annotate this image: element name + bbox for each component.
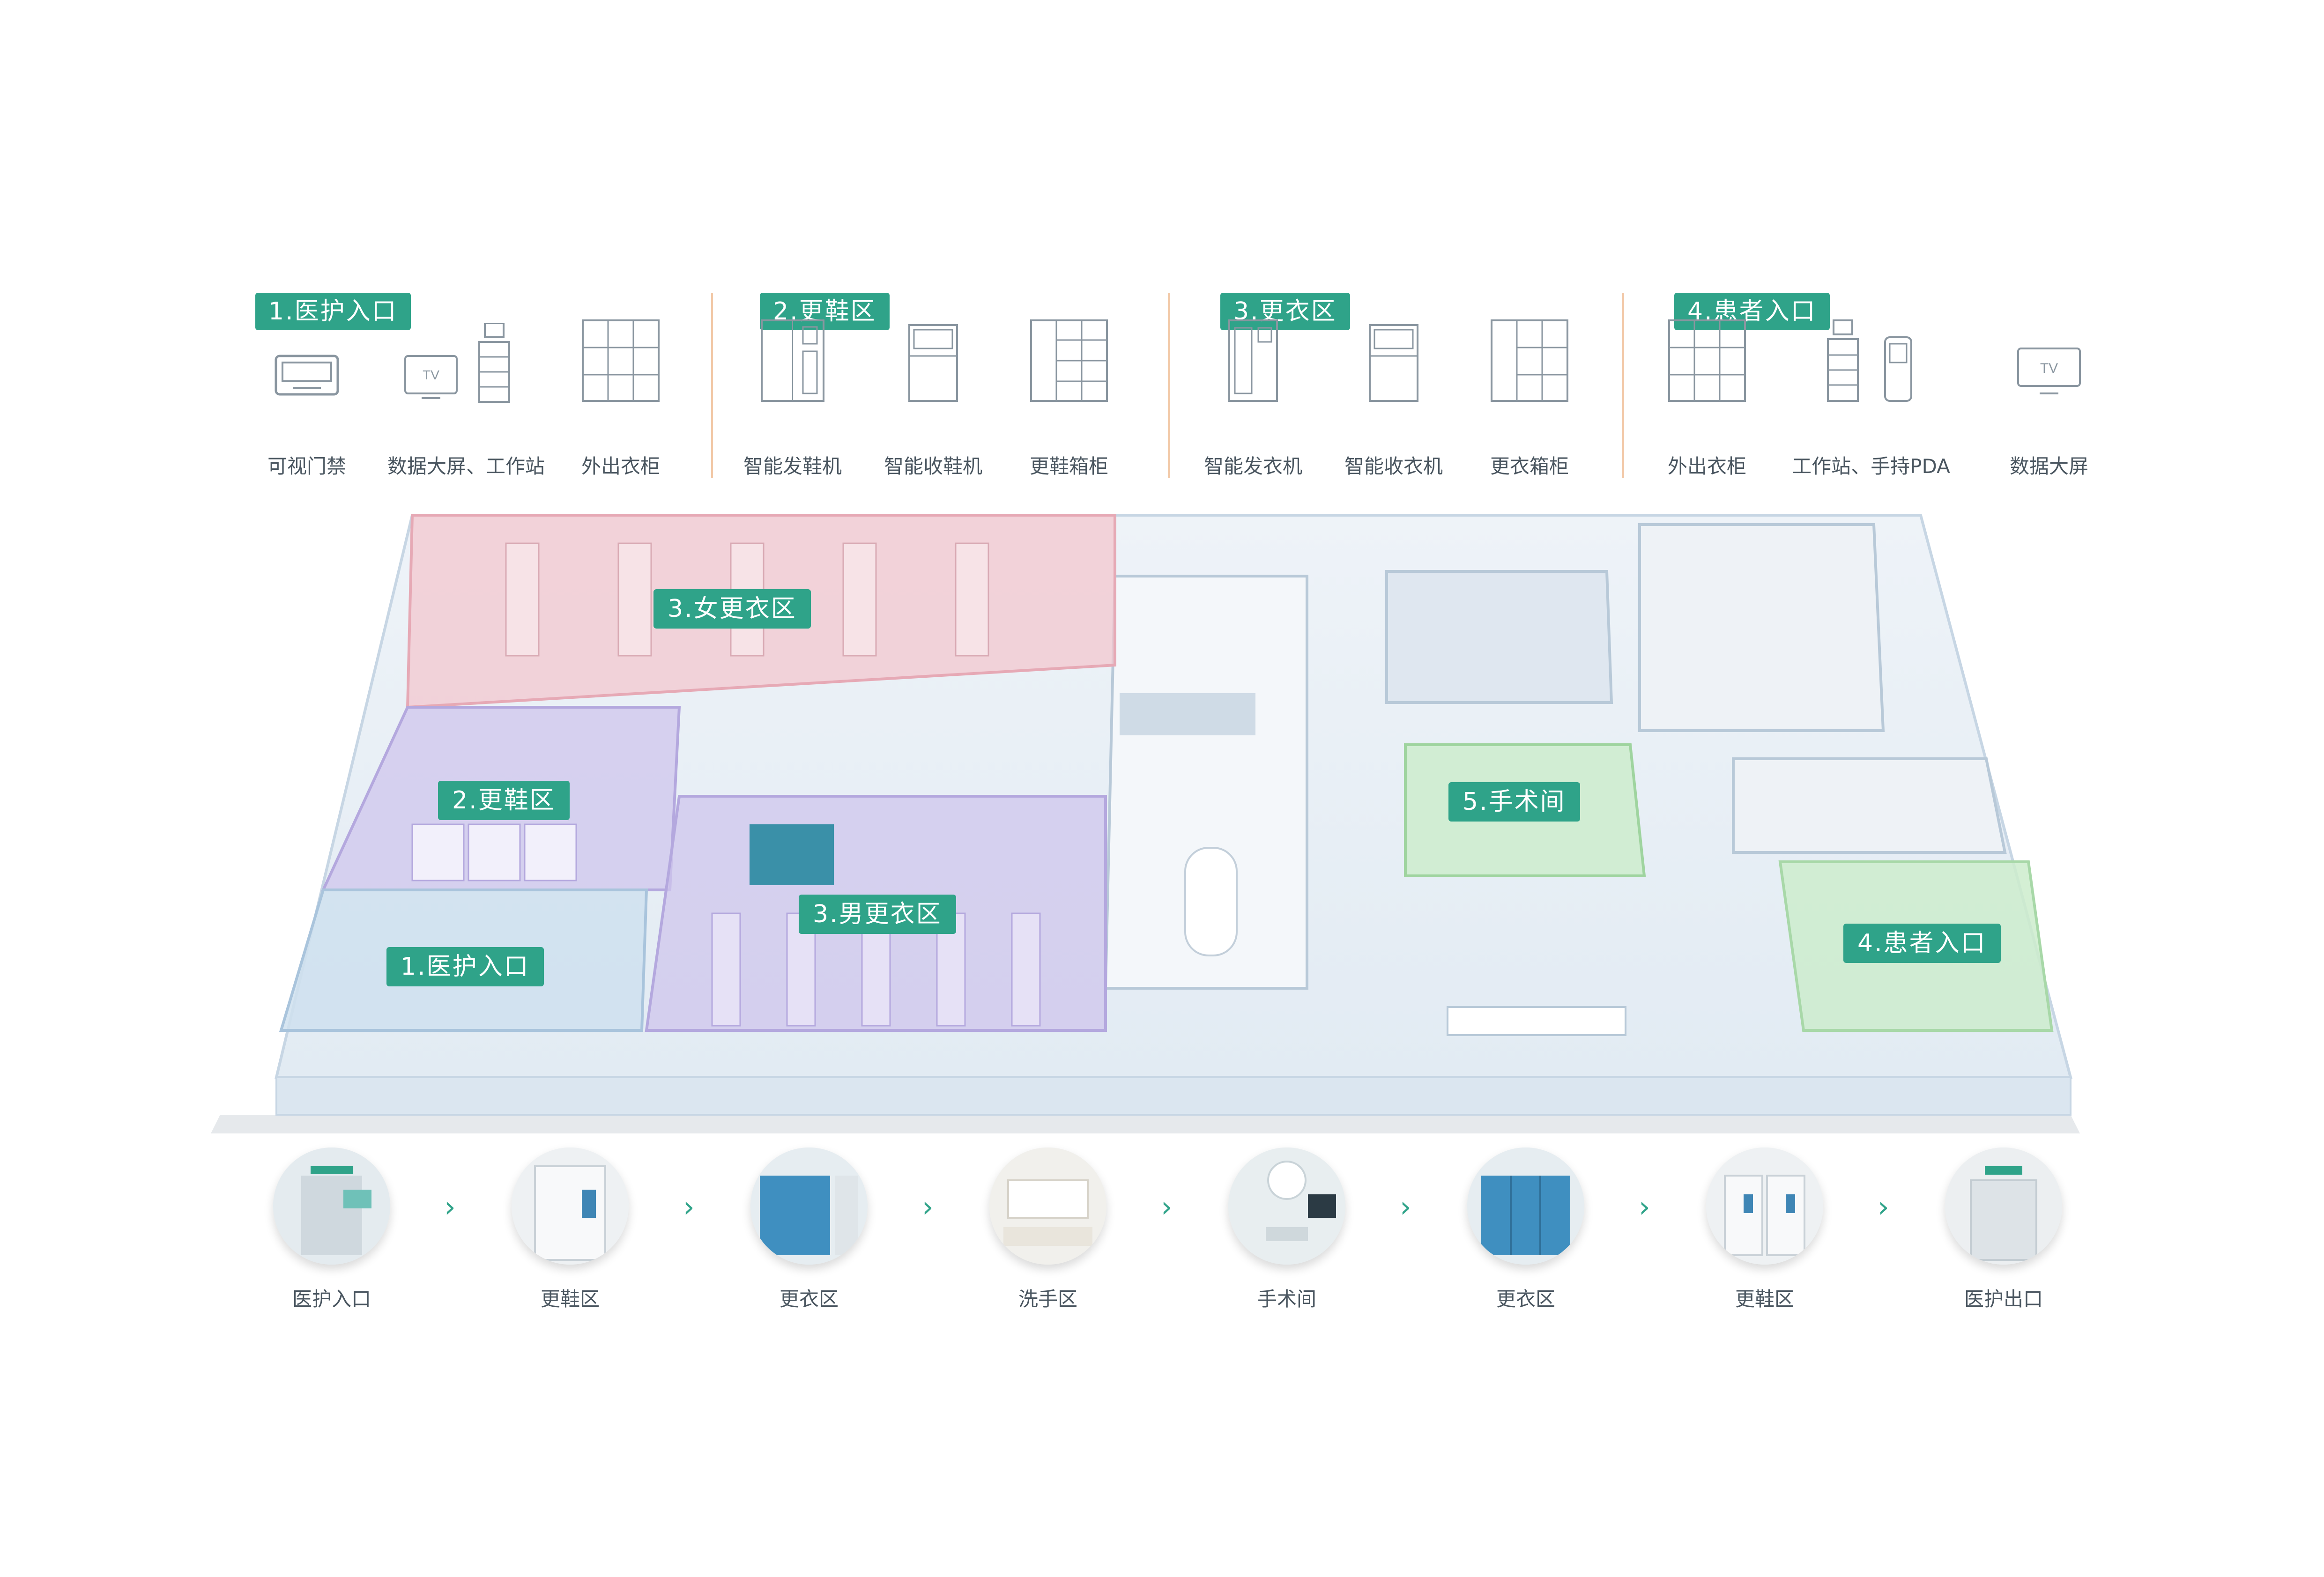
flow-step: 更鞋区 xyxy=(486,1148,654,1325)
dispenser-machine-icon xyxy=(761,319,824,402)
men-lockers xyxy=(711,912,1041,1027)
exit-door-thumbnail xyxy=(1945,1148,2062,1265)
flow-step-label: 更鞋区 xyxy=(540,1288,600,1310)
tv-workstation-icon: TV xyxy=(404,323,510,403)
legend-group-patient-entrance: 4.患者入口 外出衣柜 工作站、手持PDA xyxy=(1668,293,2096,489)
legend-item-label: 智能收鞋机 xyxy=(884,455,982,478)
nurse-station xyxy=(1447,1006,1626,1036)
flow-step-label: 更衣区 xyxy=(779,1288,839,1310)
flow-step-label: 手术间 xyxy=(1257,1288,1316,1310)
shoe-machines xyxy=(411,823,577,881)
legend-divider xyxy=(1168,293,1170,478)
flow-step-label: 医护入口 xyxy=(292,1288,371,1310)
legend-item: TV 数据大屏、工作站 xyxy=(382,323,550,487)
workstation-pda-icon xyxy=(1827,319,1912,402)
shoe-machine-thumbnail xyxy=(512,1148,629,1265)
legend-item: 智能发衣机 xyxy=(1178,319,1328,487)
entrance-door-thumbnail xyxy=(273,1148,390,1265)
legend-item: 智能发鞋机 xyxy=(718,319,868,487)
legend-item-label: 数据大屏 xyxy=(2009,455,2088,478)
plan-shadow xyxy=(211,1115,2080,1133)
legend-item: 智能收衣机 xyxy=(1319,324,1469,487)
legend-item: 更衣箱柜 xyxy=(1455,319,1604,487)
locker-icon xyxy=(1491,319,1568,402)
legend-item: 外出衣柜 xyxy=(1632,319,1782,487)
zone-label-patient-entrance: 4.患者入口 xyxy=(1843,924,2001,963)
svg-text:TV: TV xyxy=(423,368,439,382)
zone-label-staff-entrance: 1.医护入口 xyxy=(386,947,544,986)
flow-arrow: › xyxy=(1400,1190,1411,1224)
legend-item-label: 数据大屏、工作站 xyxy=(387,455,545,478)
locker-icon xyxy=(1668,319,1746,402)
flow-arrow: › xyxy=(922,1190,934,1224)
locker-icon xyxy=(582,319,660,402)
flow-step: 洗手区 xyxy=(964,1148,1132,1325)
legend-group-shoe-zone: 2.更鞋区 智能发鞋机 智能收鞋机 xyxy=(743,293,1181,489)
zone-label-women: 3.女更衣区 xyxy=(653,589,811,629)
flow-step-label: 更衣区 xyxy=(1496,1288,1555,1310)
dispenser-machine-icon xyxy=(1228,319,1278,402)
legend-divider xyxy=(711,293,713,478)
legend-item: 更鞋箱柜 xyxy=(994,319,1144,487)
flow-step: 更衣区 xyxy=(725,1148,893,1325)
flow-arrow: › xyxy=(1878,1190,1889,1224)
blue-lockers xyxy=(750,824,834,885)
tv-icon: TV xyxy=(2017,348,2081,394)
legend-item: 智能收鞋机 xyxy=(858,324,1008,487)
meeting-table xyxy=(1184,847,1238,956)
legend-item: TV 数据大屏 xyxy=(1974,347,2124,487)
legend-item: 可视门禁 xyxy=(232,347,382,487)
svg-text:TV: TV xyxy=(2040,361,2058,376)
legend-item-label: 智能发鞋机 xyxy=(743,455,842,478)
prep-room xyxy=(1638,523,1885,732)
women-lockers xyxy=(505,542,989,657)
legend-tag: 1.医护入口 xyxy=(255,293,411,330)
locker-room-thumbnail xyxy=(1467,1148,1584,1265)
meeting-room xyxy=(1104,575,1308,990)
flow-arrow: › xyxy=(1639,1190,1650,1224)
legend-item-label: 外出衣柜 xyxy=(1667,455,1746,478)
flow-step: 更鞋区 xyxy=(1680,1148,1849,1325)
flow-step: 更衣区 xyxy=(1441,1148,1610,1325)
legend-item: 外出衣柜 xyxy=(546,319,696,487)
building-front-wall xyxy=(275,1076,2072,1116)
legend-group-changing-zone: 3.更衣区 智能发衣机 智能收衣机 xyxy=(1204,293,1642,489)
flow-arrow: › xyxy=(683,1190,695,1224)
bench xyxy=(1120,693,1255,735)
flow-step: 手术间 xyxy=(1203,1148,1371,1325)
legend-item-label: 智能发衣机 xyxy=(1203,455,1302,478)
legend-item-label: 更衣箱柜 xyxy=(1490,455,1569,478)
control-room xyxy=(1385,570,1613,704)
legend-item-label: 智能收衣机 xyxy=(1344,455,1443,478)
legend-item: 工作站、手持PDA xyxy=(1782,319,1960,487)
legend-group-staff-entrance: 1.医护入口 可视门禁 TV 数据大屏、工作站 xyxy=(255,293,677,489)
holding-room xyxy=(1732,757,2007,854)
flow-step-label: 医护出口 xyxy=(1964,1288,2043,1310)
zone-label-men: 3.男更衣区 xyxy=(799,895,956,934)
zone-label-shoes: 2.更鞋区 xyxy=(438,781,570,820)
collector-machine-icon xyxy=(1369,324,1418,402)
zone-label-operating-room: 5.手术间 xyxy=(1448,782,1580,822)
flow-step: 医护入口 xyxy=(247,1148,416,1325)
legend-item-label: 可视门禁 xyxy=(267,455,346,478)
wash-basin-thumbnail xyxy=(989,1148,1106,1265)
flow-arrow: › xyxy=(1161,1190,1173,1224)
flow-arrow: › xyxy=(444,1190,456,1224)
legend-item-label: 工作站、手持PDA xyxy=(1792,455,1950,478)
operating-room-thumbnail xyxy=(1228,1148,1345,1265)
collector-machine-icon xyxy=(908,324,958,402)
flow-step-label: 洗手区 xyxy=(1018,1288,1077,1310)
shoe-machine-thumbnail xyxy=(1706,1148,1823,1265)
legend-divider xyxy=(1622,293,1624,478)
flow-step: 医护出口 xyxy=(1919,1148,2088,1325)
locker-icon xyxy=(1030,319,1108,402)
legend-item-label: 更鞋箱柜 xyxy=(1029,455,1108,478)
access-panel-icon xyxy=(275,355,339,396)
locker-room-thumbnail xyxy=(750,1148,868,1265)
flow-step-label: 更鞋区 xyxy=(1735,1288,1794,1310)
legend-item-label: 外出衣柜 xyxy=(581,455,660,478)
